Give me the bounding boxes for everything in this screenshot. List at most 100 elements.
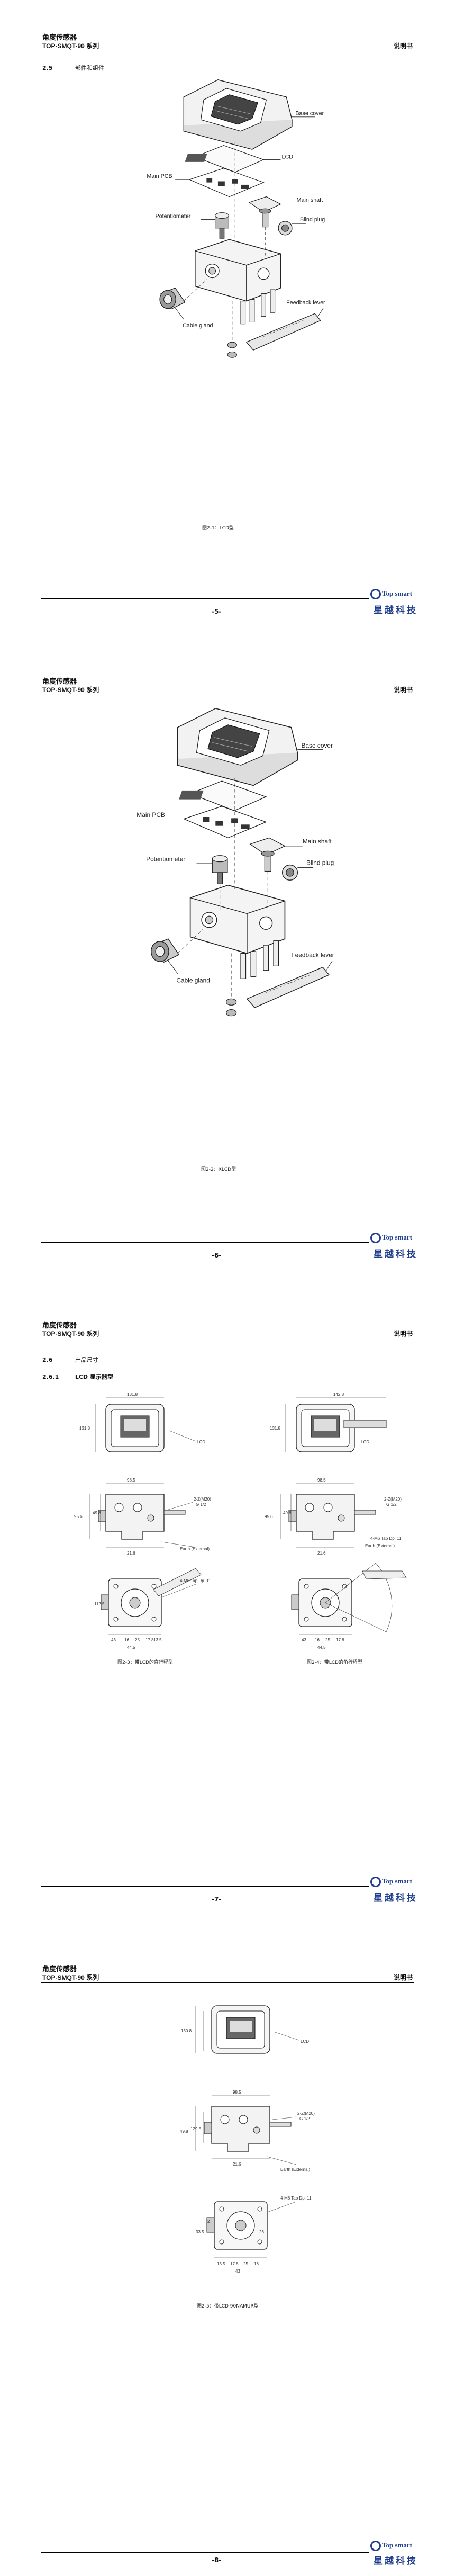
note-label: LCD xyxy=(197,1440,205,1444)
note-label: Earth (External) xyxy=(365,1543,395,1548)
page-number: -6- xyxy=(212,1252,222,1259)
logo-top-text: Top smart xyxy=(382,1233,412,1241)
dim-label: 44.5 xyxy=(317,1645,326,1650)
logo-ring-icon xyxy=(370,589,381,599)
exploded-view-figure: Base cover LCD Main PCB Main shaft Poten… xyxy=(147,79,325,358)
dim-label: 26 xyxy=(259,2230,264,2234)
dim-label: 95.6 xyxy=(265,1514,273,1519)
label-potentiometer: Potentiometer xyxy=(155,213,190,219)
logo-bottom-text: 星越科技 xyxy=(374,2556,418,2566)
figure-caption: 图2-5：带LCD 90NAMUR型 xyxy=(197,2304,259,2309)
dim-label: 21.6 xyxy=(233,2162,241,2167)
header-series: TOP-SMQT-90 系列 xyxy=(42,686,99,694)
label-lcd: LCD xyxy=(282,154,294,160)
label-main-shaft: Main shaft xyxy=(303,838,332,845)
label-base-cover: Base cover xyxy=(295,111,324,117)
header-doc-type: 说明书 xyxy=(393,686,413,694)
logo-ring-icon xyxy=(370,1233,381,1243)
dim-label: 17.8 xyxy=(230,2261,239,2266)
label-base-cover: Base cover xyxy=(301,742,333,749)
header-rule xyxy=(41,1982,414,1983)
dim-label: 43 xyxy=(302,1638,306,1642)
dim-label: 130.8 xyxy=(181,2029,192,2033)
header-title: 角度传感器 xyxy=(42,34,77,42)
dim-label: 131.8 xyxy=(79,1426,90,1431)
note-label: LCD xyxy=(301,2039,309,2044)
header-series: TOP-SMQT-90 系列 xyxy=(42,1974,99,1981)
dim-label: 43 xyxy=(235,2269,240,2274)
page-8: 角度传感器 TOP-SMQT-90 系列 说明书 130.8 129.5 98.… xyxy=(0,1932,455,2575)
header-series: TOP-SMQT-90 系列 xyxy=(42,42,99,50)
page-number: -7- xyxy=(212,1896,222,1903)
note-label: 2-Z(M20) xyxy=(297,2111,315,2116)
header-doc-type: 说明书 xyxy=(393,42,413,50)
dim-label: 112.5 xyxy=(94,1602,105,1606)
note-label: 4-M6 Tap Dp. 11 xyxy=(280,2196,312,2201)
note-label: Earth (External) xyxy=(280,2167,310,2172)
note-label: LCD xyxy=(361,1440,369,1444)
label-blind-plug: Blind plug xyxy=(300,217,325,223)
dim-label: 49.8 xyxy=(283,1511,292,1515)
dimension-drawing-linear: 131.8 131.8 98.5 95.6 49.8 21.6 112.5 43… xyxy=(74,1392,211,1650)
dim-label: 17.8 xyxy=(336,1638,344,1642)
footer-rule xyxy=(41,1886,369,1887)
header-title: 角度传感器 xyxy=(42,1965,77,1973)
footer-rule xyxy=(41,1242,369,1243)
footer-rule xyxy=(41,2552,369,2553)
logo-ring-icon xyxy=(370,1877,381,1887)
label-cable-gland: Cable gland xyxy=(183,322,213,329)
dim-label: 16 xyxy=(124,1638,129,1642)
note-label: Earth (External) xyxy=(180,1547,210,1551)
dim-label: 49.8 xyxy=(93,1511,101,1515)
figure-caption: 图2-2：XLCD型 xyxy=(201,1167,236,1172)
company-logo: Top smart 星越科技 xyxy=(370,1233,434,1264)
page-number: -8- xyxy=(212,2556,222,2564)
section-heading: 2.5 部件和组件 xyxy=(42,64,104,72)
logo-bottom-text: 星越科技 xyxy=(374,1893,418,1904)
subsection-title: LCD 显示器型 xyxy=(75,1374,113,1380)
footer-rule xyxy=(41,598,369,599)
company-logo: Top smart 星越科技 xyxy=(370,2541,434,2572)
dim-label: 43 xyxy=(111,1638,116,1642)
section-number: 2.5 xyxy=(42,65,53,71)
note-label: 4-M6 Tap Dp. 11 xyxy=(180,1578,211,1583)
logo-top-text: Top smart xyxy=(382,1877,412,1885)
label-cable-gland: Cable gland xyxy=(176,976,210,984)
header-series: TOP-SMQT-90 系列 xyxy=(42,1330,99,1338)
label-potentiometer: Potentiometer xyxy=(146,855,185,863)
header-title: 角度传感器 xyxy=(42,1322,77,1330)
figure-caption-right: 图2-4：带LCD的角行程型 xyxy=(307,1660,362,1665)
dim-label: 13.5 xyxy=(153,1638,162,1642)
dim-label: 21.6 xyxy=(127,1551,135,1556)
dim-label: 44.5 xyxy=(127,1645,135,1650)
dim-label: 25 xyxy=(243,2261,248,2266)
label-main-pcb: Main PCB xyxy=(136,811,165,819)
note-label: G 1/2 xyxy=(299,2116,310,2121)
dim-label: 33.5 xyxy=(196,2230,204,2234)
dim-label: 49.8 xyxy=(180,2129,188,2134)
dim-label: 98.5 xyxy=(317,1478,326,1483)
header-doc-type: 说明书 xyxy=(393,1330,413,1338)
section-title: 部件和组件 xyxy=(75,65,104,71)
page-number: -5- xyxy=(212,608,222,615)
label-main-shaft: Main shaft xyxy=(297,197,323,203)
dim-label: 16 xyxy=(315,1638,320,1642)
logo-bottom-text: 星越科技 xyxy=(374,1249,418,1260)
dim-label: 98.5 xyxy=(127,1478,135,1483)
dim-label: 17.8 xyxy=(145,1638,154,1642)
dim-label: 25 xyxy=(325,1638,330,1642)
note-label: G 1/2 xyxy=(196,1502,206,1507)
logo-ring-icon xyxy=(370,2541,381,2551)
label-feedback-lever: Feedback lever xyxy=(291,952,334,959)
dim-label: 16 xyxy=(254,2261,259,2266)
dim-label: 2 xyxy=(207,2219,210,2224)
dimension-drawing-rotary: 142.8 131.8 98.5 95.6 49.8 21.6 43 16 25… xyxy=(265,1392,407,1650)
note-label: 4-M6 Tap Dp. 11 xyxy=(370,1536,402,1541)
page-7: 角度传感器 TOP-SMQT-90 系列 说明书 2.6 产品尺寸 2.6.1 … xyxy=(0,1288,455,1932)
dim-label: 95.6 xyxy=(74,1514,83,1519)
header-doc-type: 说明书 xyxy=(393,1974,413,1981)
dim-label: 13.5 xyxy=(217,2261,225,2266)
company-logo: Top smart 星越科技 xyxy=(370,589,434,621)
dimension-drawing-namur: 130.8 129.5 98.5 21.6 49.8 13.5 17.8 25 … xyxy=(180,2005,315,2274)
dim-label: 131.8 xyxy=(270,1426,281,1431)
